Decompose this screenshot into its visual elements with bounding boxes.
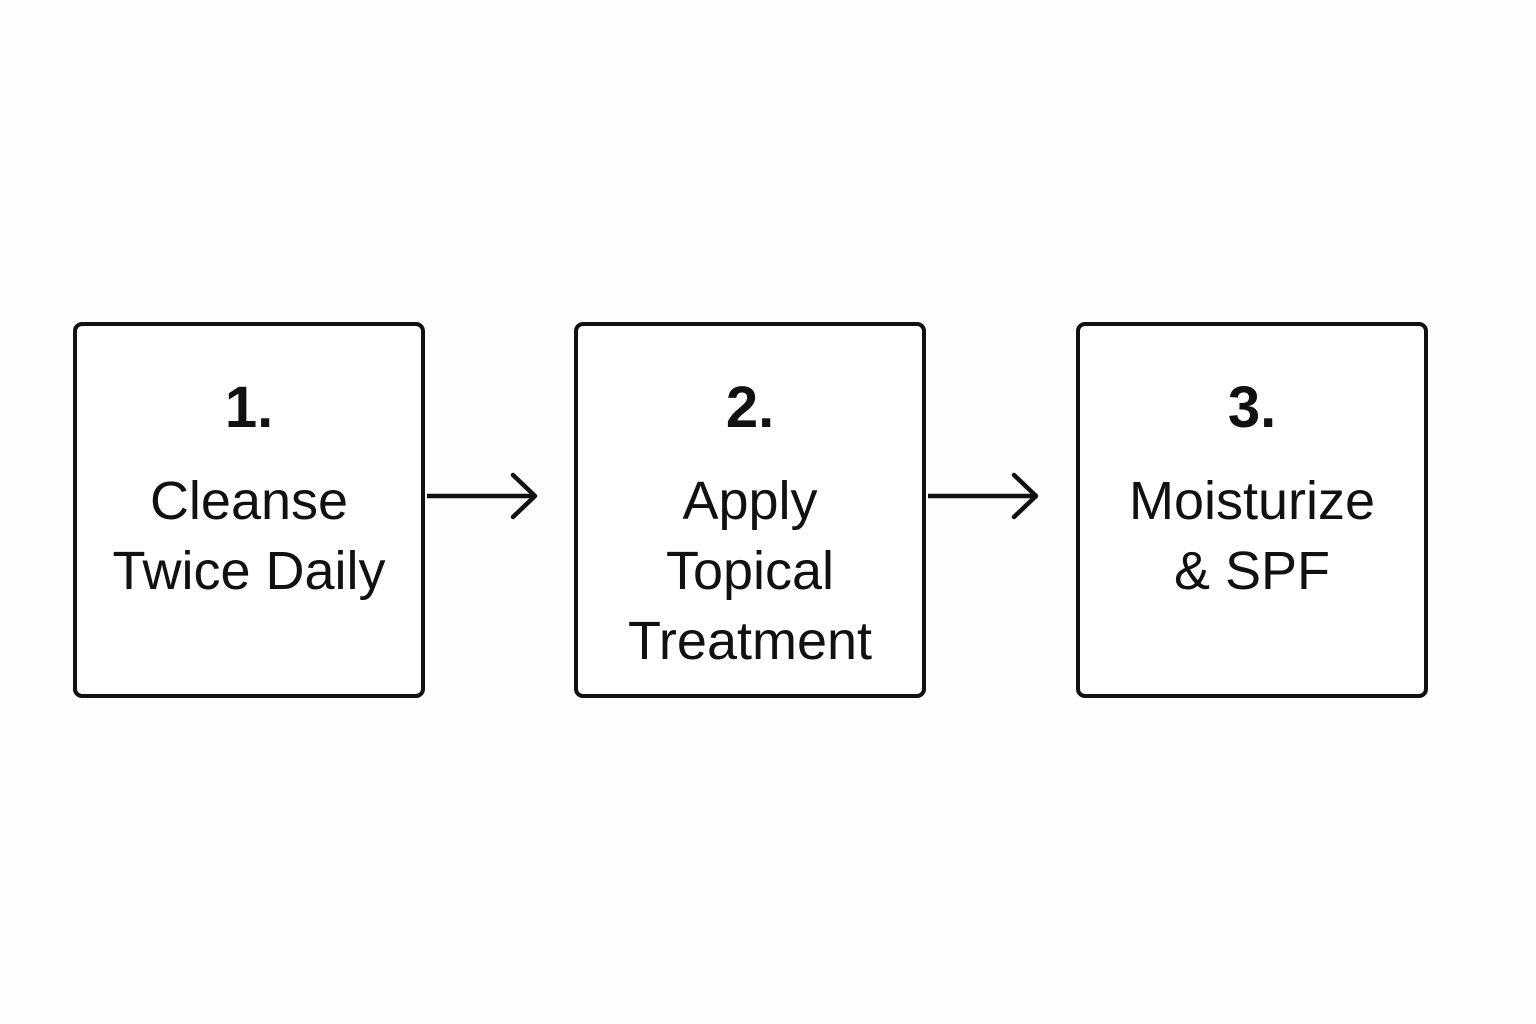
step-label-1-line-2: Twice Daily bbox=[112, 541, 386, 601]
right-arrow-icon bbox=[427, 472, 538, 520]
step-label-2-line-1: Apply bbox=[682, 471, 818, 531]
step-number-1: 1. bbox=[224, 375, 274, 440]
step-label-2-line-2: Topical bbox=[665, 541, 835, 601]
right-arrow-icon bbox=[928, 472, 1039, 520]
step-label-3-line-1: Moisturize bbox=[1128, 471, 1376, 531]
step-number-3: 3. bbox=[1227, 375, 1277, 440]
step-box-1: 1. Cleanse Twice Daily bbox=[73, 322, 425, 698]
step-label-3-line-2: & SPF bbox=[1173, 541, 1331, 601]
step-label-3: Moisturize & SPF bbox=[1080, 466, 1424, 606]
step-label-2: Apply Topical Treatment bbox=[578, 466, 922, 676]
step-number-2: 2. bbox=[725, 375, 775, 440]
step-box-3: 3. Moisturize & SPF bbox=[1076, 322, 1428, 698]
step-label-1-line-1: Cleanse bbox=[149, 471, 349, 531]
step-label-2-line-3: Treatment bbox=[627, 611, 873, 671]
step-label-1: Cleanse Twice Daily bbox=[77, 466, 421, 606]
step-box-2: 2. Apply Topical Treatment bbox=[574, 322, 926, 698]
